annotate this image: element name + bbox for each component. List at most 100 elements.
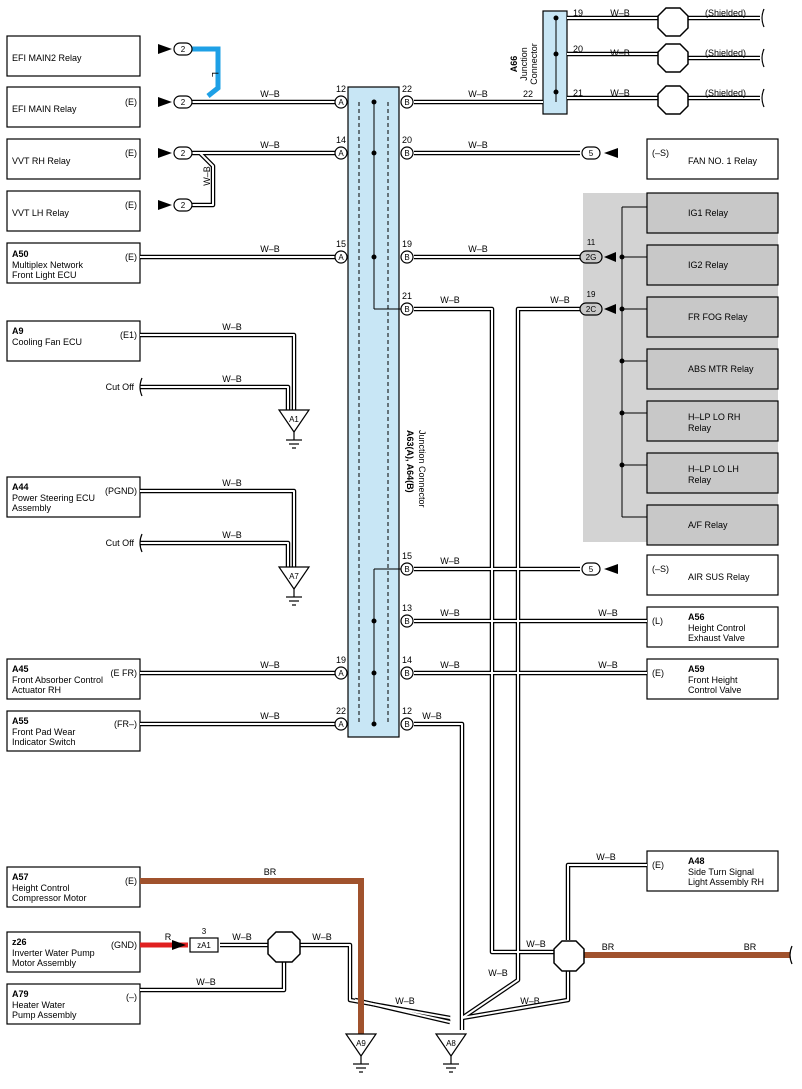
svg-text:(PGND): (PGND) [105,486,137,496]
svg-text:22: 22 [402,84,412,94]
a57-code: A57 [12,872,29,882]
junction-connector-a66 [542,10,568,115]
svg-text:A: A [338,149,344,158]
za1-connector [189,937,219,953]
a79-line1: Heater Water [12,1000,65,1010]
a50-line1: Multiplex Network [12,260,84,270]
svg-text:(GND): (GND) [111,940,137,950]
a57-box [6,866,141,908]
svg-text:Height Control: Height Control [688,623,746,633]
svg-text:(Shielded): (Shielded) [705,88,746,98]
svg-text:B: B [404,149,409,158]
junction-dots [371,15,559,727]
junction-a66-label1: Junction [519,47,529,81]
svg-text:20: 20 [402,135,412,145]
svg-text:(E): (E) [125,97,137,107]
svg-text:W–B: W–B [422,711,442,721]
wire-code-labels: W–B W–B W–B W–B W–B W–B W–B W–B W–B W–B … [165,8,757,1006]
svg-text:Front Height: Front Height [688,675,738,685]
svg-text:FAN NO. 1 Relay: FAN NO. 1 Relay [688,156,758,166]
svg-text:Relay: Relay [688,423,712,433]
relay-block-dots [619,254,625,468]
a9-line1: Cooling Fan ECU [12,337,82,347]
z26-line1: Inverter Water Pump [12,948,95,958]
fan-no1-relay-box [646,138,779,180]
svg-text:12: 12 [336,84,346,94]
svg-text:15: 15 [336,239,346,249]
svg-text:W–B: W–B [440,295,460,305]
svg-text:BR: BR [602,942,615,952]
svg-text:H–LP LO LH: H–LP LO LH [688,464,739,474]
a57-line2: Compressor Motor [12,893,87,903]
svg-text:B: B [404,617,409,626]
svg-text:20: 20 [573,44,583,54]
svg-text:(E): (E) [125,148,137,158]
a45-box [6,658,141,700]
svg-text:(Shielded): (Shielded) [705,48,746,58]
svg-text:A9: A9 [356,1039,366,1048]
svg-text:2: 2 [181,98,186,107]
svg-text:Cut Off: Cut Off [106,382,135,392]
a79-box [6,983,141,1025]
svg-text:14: 14 [402,655,412,665]
a55-code: A55 [12,716,29,726]
efi-main-relay-label: EFI MAIN Relay [12,104,77,114]
relay-block-boxes [646,192,779,546]
junction-pin-letters: A A A A A B B B B B B B B [338,98,409,729]
svg-text:2G: 2G [586,253,597,262]
svg-text:W–B: W–B [596,852,616,862]
svg-text:W–B: W–B [222,322,242,332]
a9-code: A9 [12,326,24,336]
efi-main2-relay-label: EFI MAIN2 Relay [12,53,82,63]
svg-text:21: 21 [573,88,583,98]
svg-text:W–B: W–B [610,88,630,98]
a50-line2: Front Light ECU [12,270,77,280]
svg-text:W–B: W–B [598,660,618,670]
svg-text:(E): (E) [125,252,137,262]
svg-text:2C: 2C [586,305,596,314]
svg-text:W–B: W–B [468,89,488,99]
a44-line1: Power Steering ECU [12,493,95,503]
svg-text:H–LP LO RH: H–LP LO RH [688,412,740,422]
svg-text:W–B: W–B [610,48,630,58]
svg-text:B: B [404,305,409,314]
svg-text:(L): (L) [652,616,663,626]
svg-text:W–B: W–B [440,556,460,566]
svg-text:W–B: W–B [598,608,618,618]
svg-text:A8: A8 [446,1039,456,1048]
svg-text:(E): (E) [652,860,664,870]
svg-text:(FR–): (FR–) [114,719,137,729]
svg-text:W–B: W–B [468,140,488,150]
svg-text:A56: A56 [688,612,705,622]
octagon-connectors [267,7,689,972]
svg-text:Light Assembly RH: Light Assembly RH [688,877,764,887]
a44-box [6,476,141,518]
svg-text:(E FR): (E FR) [111,668,138,678]
svg-text:(–S): (–S) [652,564,669,574]
svg-text:W–B: W–B [550,295,570,305]
svg-text:Cut Off: Cut Off [106,538,135,548]
svg-text:B: B [404,720,409,729]
svg-text:W–B: W–B [260,660,280,670]
ground-labels: A1 A7 A9 A8 [289,415,456,1048]
svg-text:W–B: W–B [260,89,280,99]
svg-text:5: 5 [589,149,594,158]
right-components [646,138,779,892]
svg-text:W–B: W–B [526,939,546,949]
svg-text:AIR SUS Relay: AIR SUS Relay [688,572,750,582]
relay-block-labels: IG1 Relay IG2 Relay FR FOG Relay ABS MTR… [688,208,754,530]
svg-text:W–B: W–B [440,608,460,618]
svg-text:15: 15 [402,551,412,561]
break-marks [139,8,793,965]
pin-oval-numbers: 2 2 2 2 5 5 2G 2C 11 19 [181,45,597,574]
svg-text:W–B: W–B [440,660,460,670]
vvt-lh-relay-box [6,190,141,232]
a55-line1: Front Pad Wear [12,727,75,737]
za1-label: zA1 [197,941,211,950]
svg-text:W–B: W–B [260,140,280,150]
ground-lines [286,432,459,1073]
svg-text:14: 14 [336,135,346,145]
a55-box [6,710,141,752]
svg-text:ABS MTR Relay: ABS MTR Relay [688,364,754,374]
efi-main-relay-box [6,86,141,128]
